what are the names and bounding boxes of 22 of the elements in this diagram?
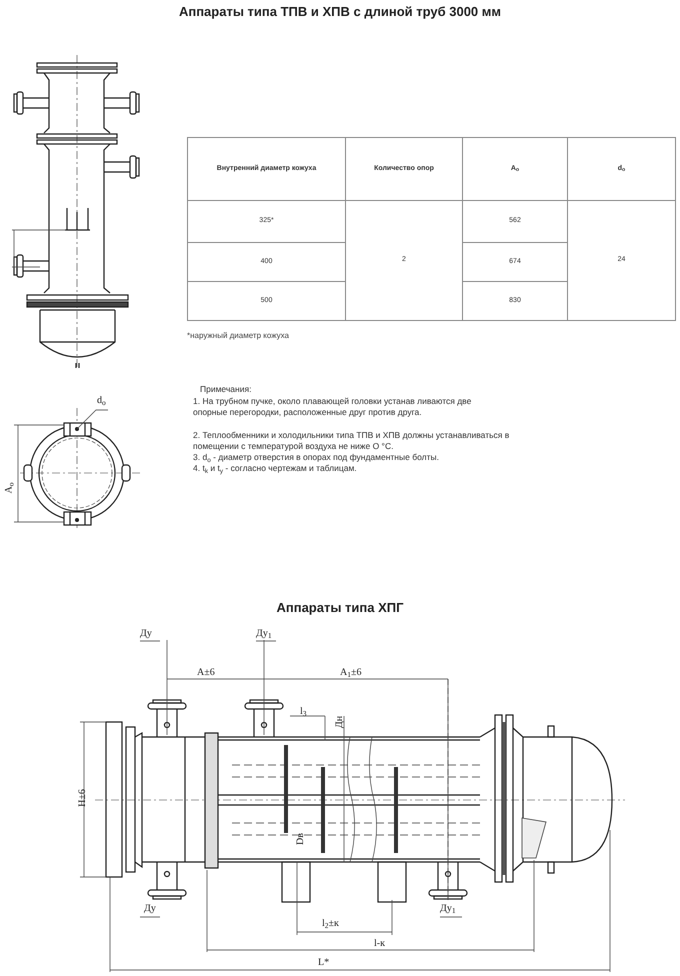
dimension-label: Ду$_{1}$ [440, 903, 456, 915]
page-title: Аппараты типа ТПВ и ХПВ с длиной труб 3000 мм [178, 3, 502, 21]
dimension-label: l$_{2}$±к [322, 918, 339, 930]
dimension-label: Дн [334, 716, 346, 728]
dimension-label: Dв [294, 833, 307, 845]
dimension-label: d$_{o}$ [97, 395, 106, 407]
note-text: 1. На трубном пучке, около плавающей головки устанав ливаются две опорные перегородки, расположенные друг против друга. [193, 396, 472, 418]
footnote: *наружный диаметр кожуха [187, 330, 289, 342]
dimension-label: l-к [374, 938, 385, 950]
section-heading: Аппараты типа ХПГ [275, 599, 404, 617]
note-text: 4. t$_{k}$ и t$_{y}$ - согласно чертежам и таблицам. [193, 463, 358, 474]
note-text: 2. Теплообменники и холодильники типа ТПВ и ХПВ должны устанавливаться в помещении с температурой воздуха не ниже О °С. [193, 430, 510, 452]
dimension-label: Н±6 [76, 789, 89, 807]
dimension-label: А±6 [197, 667, 215, 679]
dimension-label: L* [318, 957, 330, 969]
notes-heading: Примечания: [200, 384, 252, 395]
note-text: 3. d$_{o}$ - диаметр отверстия в опорах под фундаментные болты. [193, 452, 440, 463]
dimension-label: А$_{1}$±6 [340, 667, 362, 679]
dimension-label: Ду [140, 628, 152, 640]
dimension-label: l$_{3}$ [300, 706, 307, 718]
dimension-label: Ду$_{1}$ [256, 628, 272, 640]
dimension-label: Ду [144, 903, 156, 915]
